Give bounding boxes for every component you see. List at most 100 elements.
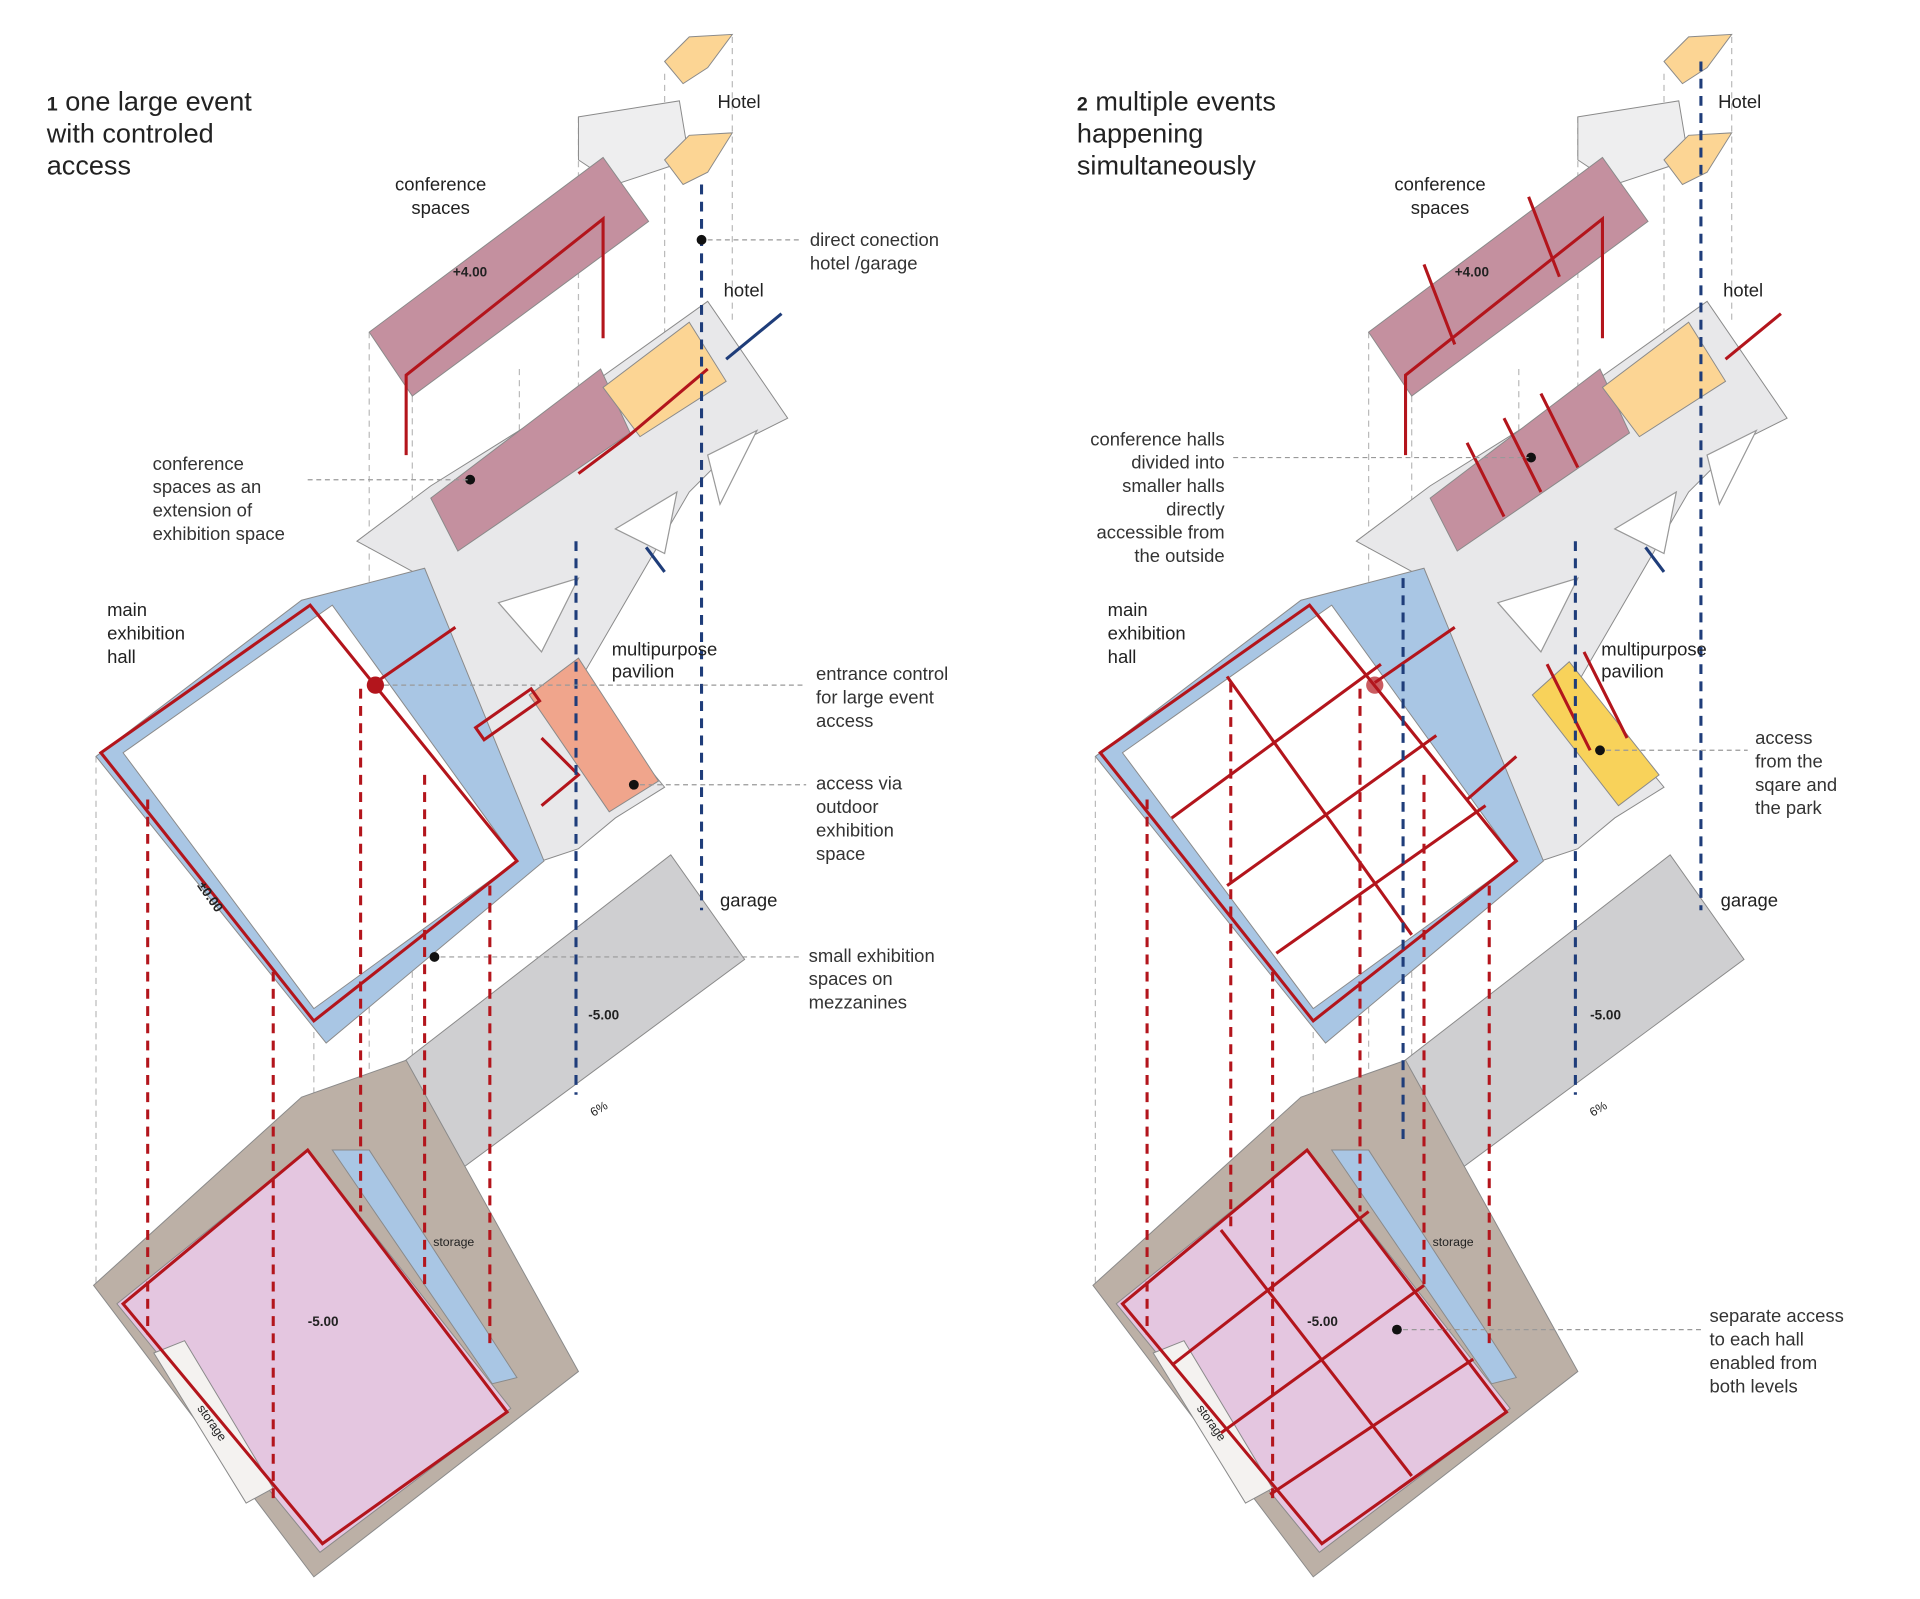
conference-route <box>404 215 605 456</box>
note-entrance-control: entrance control <box>816 663 948 684</box>
outdoor-gate <box>473 686 542 742</box>
note-hotel-connection: direct conection <box>810 229 939 250</box>
level-basement: -5.00 <box>308 1314 339 1329</box>
note-conference-extension: conference <box>153 453 244 474</box>
hotel-ground-block <box>602 321 727 438</box>
level-garage: -5.00 <box>588 1008 619 1023</box>
label-main-hall: hall <box>107 646 136 667</box>
note-halls-divided: smaller halls <box>1122 475 1225 496</box>
upper-conference-block <box>1367 156 1649 397</box>
hotel-tower-top <box>1663 33 1733 85</box>
label-conference: conference <box>1394 174 1485 195</box>
note-separate-access: both levels <box>1710 1375 1798 1396</box>
label-garage: garage <box>1721 890 1778 911</box>
note-hotel-connection: hotel /garage <box>810 252 918 273</box>
note-park-access: sqare and <box>1755 774 1837 795</box>
note-separate-access: separate access <box>1710 1305 1844 1326</box>
panel-one-large-event: 1 one large event with controled access … <box>46 33 948 1578</box>
entrance-control-point <box>366 676 384 694</box>
ramp-slope: 6% <box>1587 1098 1609 1119</box>
note-mezzanines: spaces on <box>809 968 893 989</box>
svg-text:1 one large event: 1 one large event <box>47 87 252 117</box>
panel-title: happening <box>1077 119 1203 149</box>
label-main-hall: main <box>107 599 147 620</box>
label-storage: storage <box>433 1235 474 1249</box>
plaza-opening <box>497 577 580 653</box>
label-main-hall: exhibition <box>1108 623 1186 644</box>
note-outdoor-access: space <box>816 843 865 864</box>
note-conference-extension: spaces as an <box>153 476 262 497</box>
label-hotel: hotel <box>724 279 764 300</box>
plaza-opening <box>1613 490 1678 555</box>
panel-multiple-events: 2 multiple events happening simultaneous… <box>1077 33 1844 1578</box>
hotel-garage-route-blue <box>1401 61 1703 1144</box>
basement-hall-route <box>120 1147 510 1546</box>
panel-title: one large event <box>65 87 252 117</box>
label-main-hall: main <box>1108 599 1148 620</box>
label-hotel: hotel <box>1723 279 1763 300</box>
svg-text:2 multiple events: 2 multiple events <box>1077 87 1276 117</box>
upper-conference-block <box>368 156 650 397</box>
label-pavilion: multipurpose <box>1601 639 1707 660</box>
event-routes-red <box>1098 196 1782 1546</box>
label-hotel-top: Hotel <box>1718 91 1761 112</box>
note-park-access: access <box>1755 727 1812 748</box>
note-mezzanines: mezzanines <box>809 992 907 1013</box>
hotel-garage-route-blue <box>574 184 783 1095</box>
label-main-hall: hall <box>1108 646 1137 667</box>
panel-title: with controled <box>46 119 214 149</box>
building-axonometry <box>92 33 789 1578</box>
panel-title: access <box>47 151 131 181</box>
level-upper: +4.00 <box>1455 265 1489 280</box>
panel-title: simultaneously <box>1077 151 1256 181</box>
panel-title: multiple events <box>1095 87 1275 117</box>
note-halls-divided: accessible from <box>1096 522 1224 543</box>
label-main-hall: exhibition <box>107 623 185 644</box>
ramp-slope: 6% <box>588 1098 610 1119</box>
level-garage: -5.00 <box>1590 1008 1621 1023</box>
plaza-opening <box>1706 429 1758 507</box>
note-conference-extension: extension of <box>153 500 253 521</box>
plaza-opening <box>614 490 678 555</box>
plaza-opening <box>706 429 759 507</box>
note-halls-divided: conference halls <box>1090 428 1224 449</box>
connection-point <box>696 234 707 245</box>
note-park-access: the park <box>1755 797 1822 818</box>
label-storage: storage <box>1433 1235 1474 1249</box>
note-halls-divided: divided into <box>1131 452 1224 473</box>
panel-number: 1 <box>47 94 58 116</box>
panel-number: 2 <box>1077 94 1088 116</box>
note-entrance-control: access <box>816 710 873 731</box>
main-hall-perimeter-route <box>1098 603 1519 1024</box>
note-mezzanines: small exhibition <box>809 945 935 966</box>
conference-route <box>1404 215 1604 456</box>
note-halls-divided: the outside <box>1134 545 1224 566</box>
label-conference: spaces <box>411 197 469 218</box>
level-basement: -5.00 <box>1307 1314 1338 1329</box>
note-entrance-control: for large event <box>816 687 934 708</box>
note-park-access: from the <box>1755 751 1823 772</box>
conference-ground-route <box>577 367 709 475</box>
note-outdoor-access: access via <box>816 773 903 794</box>
outdoor-route <box>540 736 581 807</box>
label-pavilion: multipurpose <box>612 639 718 660</box>
hotel-tower-mid <box>663 132 734 186</box>
label-garage: garage <box>720 890 777 911</box>
note-conference-extension: exhibition space <box>153 523 285 544</box>
hotel-tower-top <box>663 33 734 85</box>
note-separate-access: to each hall <box>1710 1329 1804 1350</box>
label-pavilion: pavilion <box>612 661 675 682</box>
note-outdoor-access: outdoor <box>816 796 879 817</box>
entrance-arrow <box>374 626 457 684</box>
label-conference: spaces <box>1411 197 1469 218</box>
note-outdoor-access: exhibition <box>816 819 894 840</box>
hotel-tower-mid <box>1663 132 1733 186</box>
note-halls-divided: directly <box>1166 498 1225 519</box>
main-hall-perimeter-route <box>98 603 520 1024</box>
label-conference: conference <box>395 174 486 195</box>
level-upper: +4.00 <box>453 265 487 280</box>
label-pavilion: pavilion <box>1601 661 1664 682</box>
multipurpose-pavilion <box>528 657 660 813</box>
basement-hall-route <box>1120 1147 1509 1546</box>
